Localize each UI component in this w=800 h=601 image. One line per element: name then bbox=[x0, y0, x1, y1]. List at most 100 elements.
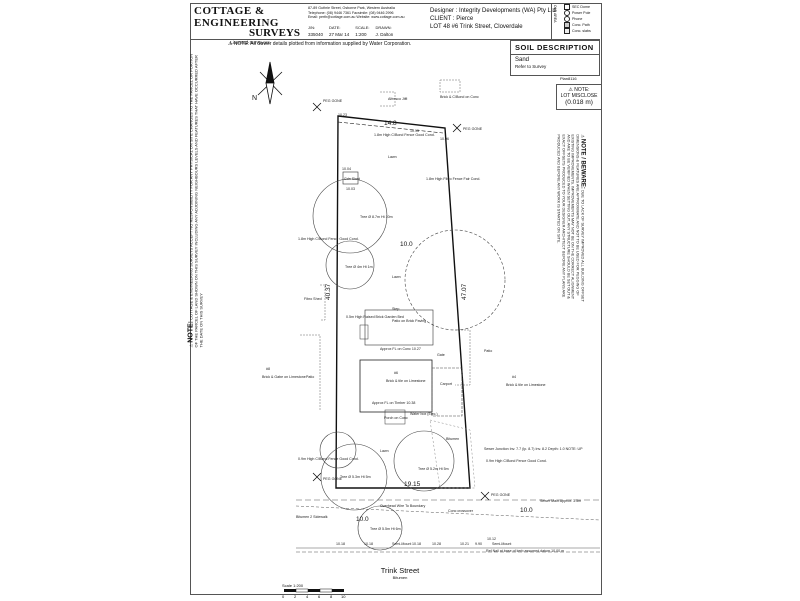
client-info: Designer : Integrity Developments (WA) P… bbox=[430, 8, 556, 30]
patio bbox=[364, 309, 434, 346]
fence-label: 1.8m High C/Bond Fence Good Cond. bbox=[374, 133, 435, 137]
tree-canopy bbox=[312, 178, 388, 254]
sewer-label: Sewer Junction Inv. 7.7 (Ip. 8.7) Inv. 8… bbox=[484, 447, 583, 451]
area-label: Lawn bbox=[380, 449, 389, 453]
neighbour-number: #8 bbox=[266, 367, 270, 371]
scale-tick: 8 bbox=[330, 594, 333, 599]
spot-level: 10.21 bbox=[460, 542, 469, 546]
spot-level: 10.28 bbox=[432, 542, 441, 546]
dim-top: 14.8 bbox=[384, 120, 397, 127]
legend: OLD AREA SEC Dome Power Pole Phone Conc.… bbox=[551, 3, 600, 39]
scale-bar-graphic: 0 2 4 6 8 10 bbox=[282, 588, 346, 599]
house-number: #6 bbox=[394, 371, 398, 375]
sewer-note: ⚠ NOTE: All Sewer details plotted from i… bbox=[228, 41, 412, 47]
wall-label: 0.5m High Raised Brick Garden Bed bbox=[346, 315, 404, 319]
misclose-box: ⚠ NOTE: LOT MISCLOSE (0.018 m) bbox=[556, 84, 602, 110]
fence-label: 1.8m High Fibro Fence Fair Cond. bbox=[426, 177, 480, 181]
patio-label: Patio on Brick Paving bbox=[392, 319, 426, 323]
gate-label: Gate bbox=[437, 353, 445, 357]
tree-label: Tree Ø 8.7m Ht 10m bbox=[360, 215, 393, 219]
bitumen-label: Bitumen bbox=[446, 437, 459, 441]
peg-label: PEG GONE bbox=[463, 127, 483, 131]
job-scale: 1:200 bbox=[355, 32, 367, 37]
shed-label: Fibro Shed bbox=[304, 297, 322, 301]
overhead-label: Overhead Wire To Boundary bbox=[380, 504, 425, 508]
legend-item: Phone bbox=[564, 16, 600, 23]
tree-label: Tree Ø 4m Ht 1m bbox=[345, 265, 373, 269]
scale-tick: 6 bbox=[318, 594, 321, 599]
peg-label: PEG GONE bbox=[323, 477, 343, 481]
tree-canopy bbox=[319, 431, 357, 469]
peg-marker bbox=[312, 102, 490, 501]
scale-tick: 0 bbox=[282, 594, 285, 599]
porch bbox=[384, 409, 406, 425]
svg-text:N: N bbox=[252, 95, 257, 102]
scale-tick: 4 bbox=[306, 594, 309, 599]
legend-item: Conc. slabs bbox=[564, 28, 600, 35]
datum-note: Ref Nail at base of kerb assumed datum 1… bbox=[486, 549, 564, 553]
level-label: Approx FL on Timber 10.38 bbox=[372, 401, 415, 405]
area-label: Lawn bbox=[388, 155, 397, 159]
title-block: COTTAGE & ENGINEERING SURVEYS Licensed S… bbox=[190, 3, 600, 45]
company-address: 87-89 Guthrie Street, Osborne Park, West… bbox=[308, 6, 405, 20]
level-label: Approx FL on Conc 10.27 bbox=[380, 347, 421, 351]
kerb-label: Semi-Mount bbox=[392, 542, 411, 546]
spot-level: 10.04 bbox=[342, 167, 351, 171]
dim-road-east: 10.0 bbox=[520, 507, 533, 514]
street-name: Trink Street bbox=[380, 566, 420, 575]
dim-bottom: 19.15 bbox=[404, 481, 421, 488]
legend-item: SEC Dome bbox=[564, 4, 600, 11]
dim-road: 10.0 bbox=[356, 516, 369, 523]
street-surface: Bitumen bbox=[392, 575, 408, 580]
plan-number: Plan8116 bbox=[560, 76, 577, 81]
peg-label: PEG GONE bbox=[491, 493, 511, 497]
tree-canopy bbox=[357, 505, 403, 551]
carport bbox=[431, 367, 463, 417]
tree-canopy bbox=[325, 240, 375, 290]
job-date: 27 Mar 14 bbox=[329, 32, 350, 37]
step-label: Step bbox=[392, 307, 399, 311]
spot-level: 10.15 bbox=[410, 129, 419, 133]
patio-label: Patio bbox=[484, 349, 492, 353]
spot-level: 10.18 bbox=[412, 542, 421, 546]
shed-label: Gdn Shed bbox=[344, 177, 360, 181]
warning-icon: ⚠ bbox=[228, 41, 233, 47]
scale-tick: 10 bbox=[341, 594, 346, 599]
spot-level: 10.23 bbox=[338, 113, 347, 117]
legend-item: Power Pole bbox=[564, 10, 600, 17]
fence-label: 0.9m High C/Bond Fence Good Cond. bbox=[298, 457, 359, 461]
job-drawn-by: J. Dalton bbox=[375, 32, 394, 37]
tree-canopy bbox=[320, 443, 388, 511]
neighbour-label: Brick & C/Bond on Conc bbox=[440, 95, 479, 99]
site-plan: N bbox=[252, 61, 600, 553]
sewer-main-label: Sewer Main Approx. 3.5m bbox=[540, 499, 581, 503]
road-label: Bitumen 2 Sidewalk bbox=[296, 515, 328, 519]
company-logo: COTTAGE & ENGINEERING SURVEYS Licensed S… bbox=[194, 5, 300, 45]
drawing-frame bbox=[190, 3, 602, 595]
fence-label: 1.8m High C/Bond Fence Good Cond. bbox=[298, 237, 359, 241]
dim-left: 40.37 bbox=[325, 283, 332, 300]
north-arrow-icon: N bbox=[252, 61, 283, 105]
water-box-label: Water box (Elec.) bbox=[410, 412, 438, 416]
job-number: 335040 bbox=[308, 32, 324, 37]
house-label: Brick & tile on Limestone bbox=[386, 379, 426, 383]
tree-label: Tree Ø 5.5m Ht 6m bbox=[370, 527, 401, 531]
spot-level: 10.18 bbox=[364, 542, 373, 546]
kerb-label: Semi-Mount bbox=[492, 542, 511, 546]
tree-label: Tree Ø 5.2m Ht 5m bbox=[418, 467, 449, 471]
soil-description-box: SOIL DESCRIPTION Sand Refer to Survey bbox=[510, 40, 600, 76]
neighbour-label: Alfresco Jiffi bbox=[388, 97, 408, 101]
scale-tick: 2 bbox=[294, 594, 297, 599]
porch-label: Porch on Conc bbox=[384, 416, 408, 420]
area-label: Lawn bbox=[392, 275, 401, 279]
carport-label: Carport bbox=[440, 382, 452, 386]
job-meta: J/N:335040 DATE:27 Mar 14 SCALE:1:200 DR… bbox=[308, 25, 394, 37]
peg-label: PEG GONE bbox=[323, 99, 343, 103]
neighbour-label: Brick & Gabe on Limestone bbox=[262, 375, 306, 379]
warning-icon: ⚠ bbox=[568, 87, 573, 93]
spot-level: 10.18 bbox=[336, 542, 345, 546]
scale-bar: Scale 1:200 0 2 4 6 8 10 bbox=[282, 583, 358, 601]
tree-canopy bbox=[393, 430, 455, 492]
fence-label: 0.9m High C/Bond Fence Good Cond. bbox=[486, 459, 547, 463]
patio-label: Patio bbox=[306, 375, 314, 379]
